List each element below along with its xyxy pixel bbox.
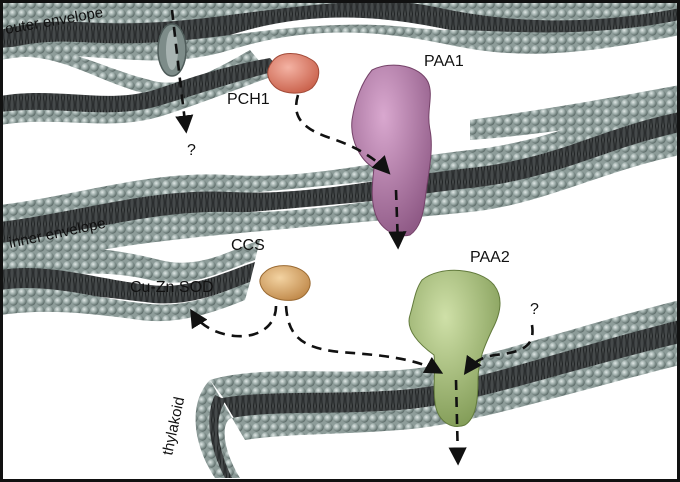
label-ccs: CCS (231, 237, 265, 254)
label-question-outer: ? (187, 142, 196, 159)
arrow-ccs-to-sod (190, 305, 278, 338)
label-cu-zn-sod: Cu-Zn SOD (130, 279, 214, 296)
inner-envelope-membrane (0, 95, 680, 322)
label-thylakoid: thylakoid (159, 395, 188, 456)
arrow-paa1-down (388, 189, 407, 250)
pch1-protein (267, 53, 320, 94)
arrow-pch1-to-paa1 (294, 94, 391, 175)
label-question-thylakoid: ? (530, 301, 539, 318)
label-paa2: PAA2 (470, 249, 510, 266)
paa2-protein (408, 269, 501, 427)
arrow-paa2-down (448, 379, 467, 466)
thylakoid-membrane (195, 300, 680, 478)
label-paa1: PAA1 (424, 53, 464, 70)
label-pch1: PCH1 (227, 91, 270, 108)
paa1-protein (351, 64, 432, 237)
transport-arrows (170, 9, 534, 466)
arrow-ccs-to-paa2 (284, 305, 444, 374)
arrow-outer-envelope-down (170, 9, 194, 134)
outer-envelope-membrane (0, 0, 680, 140)
ccs-protein (259, 265, 311, 301)
arrow-question-to-paa2 (463, 324, 534, 375)
